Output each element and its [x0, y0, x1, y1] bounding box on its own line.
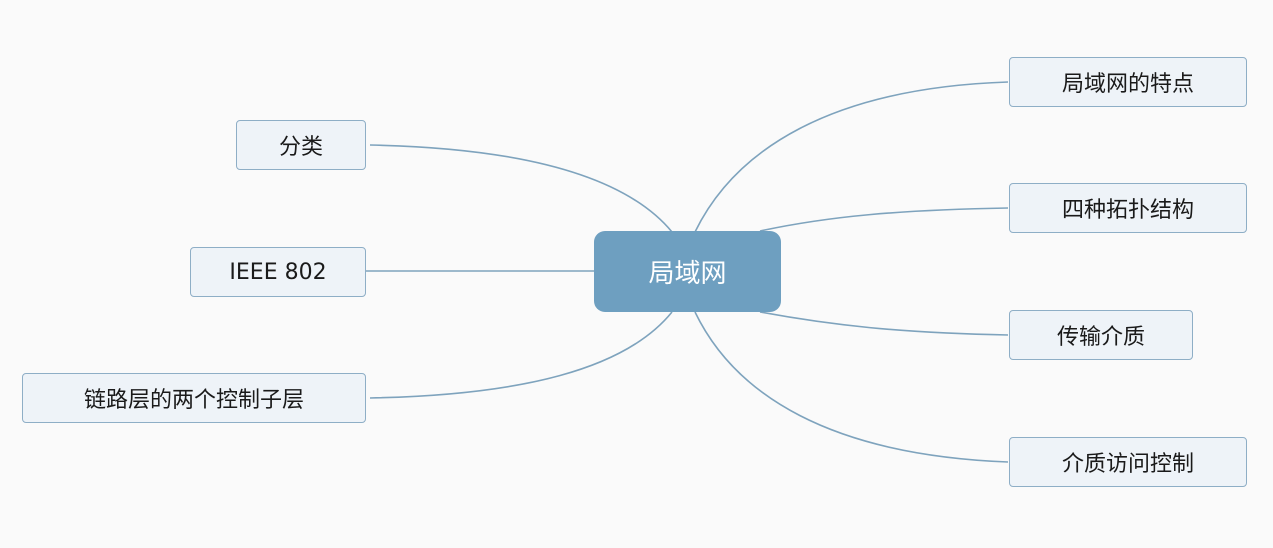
- link-features: [694, 81, 1009, 233]
- link-topology: [759, 207, 1009, 232]
- node-label: 局域网的特点: [1061, 72, 1194, 97]
- node-label: 分类: [278, 135, 323, 160]
- node-label: IEEE 802: [229, 259, 327, 285]
- node-link-layer-sublayers[interactable]: 链路层的两个控制子层: [22, 373, 366, 423]
- node-media-access-control[interactable]: 介质访问控制: [1009, 437, 1247, 487]
- node-label: 链路层的两个控制子层: [83, 388, 304, 413]
- node-lan-features[interactable]: 局域网的特点: [1009, 57, 1247, 107]
- link-classify: [369, 144, 673, 233]
- node-label: 介质访问控制: [1061, 452, 1194, 477]
- center-node[interactable]: 局域网: [594, 231, 781, 312]
- node-label: 传输介质: [1056, 325, 1145, 350]
- center-node-label: 局域网: [648, 259, 727, 289]
- node-ieee-802[interactable]: IEEE 802: [190, 247, 366, 297]
- link-access: [694, 311, 1009, 463]
- node-four-topologies[interactable]: 四种拓扑结构: [1009, 183, 1247, 233]
- node-classification[interactable]: 分类: [236, 120, 366, 170]
- node-label: 四种拓扑结构: [1061, 198, 1194, 223]
- link-sublayer: [369, 311, 673, 399]
- link-media: [759, 311, 1009, 336]
- node-transmission-media[interactable]: 传输介质: [1009, 310, 1193, 360]
